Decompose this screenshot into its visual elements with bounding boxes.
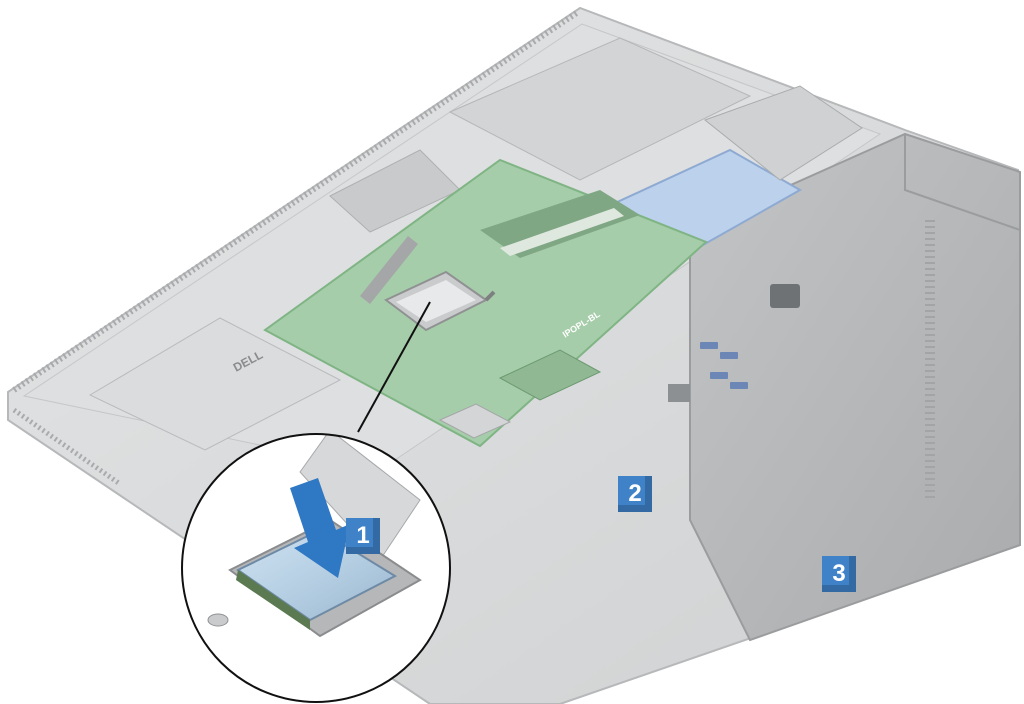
step-badge-2: 2 xyxy=(618,476,652,512)
stand-cover xyxy=(668,132,1021,642)
chipset xyxy=(498,349,602,401)
step-badge-1: 1 xyxy=(346,518,380,554)
push-down-arrow xyxy=(290,478,350,578)
step-badge-3: 3 xyxy=(822,556,856,592)
callout-line xyxy=(357,301,431,433)
socket-screw xyxy=(207,613,229,627)
power-port xyxy=(770,284,800,308)
memory-module xyxy=(500,208,624,256)
cpu-socket xyxy=(360,236,496,332)
wireless-card xyxy=(438,403,512,439)
socket-lid-open xyxy=(360,236,418,304)
motherboard: IPOPL-BL xyxy=(263,158,708,448)
processor-substrate xyxy=(236,570,310,630)
usb-ports xyxy=(700,342,748,389)
ethernet-port xyxy=(668,384,690,402)
top-metal-shield: DELL xyxy=(88,37,752,451)
